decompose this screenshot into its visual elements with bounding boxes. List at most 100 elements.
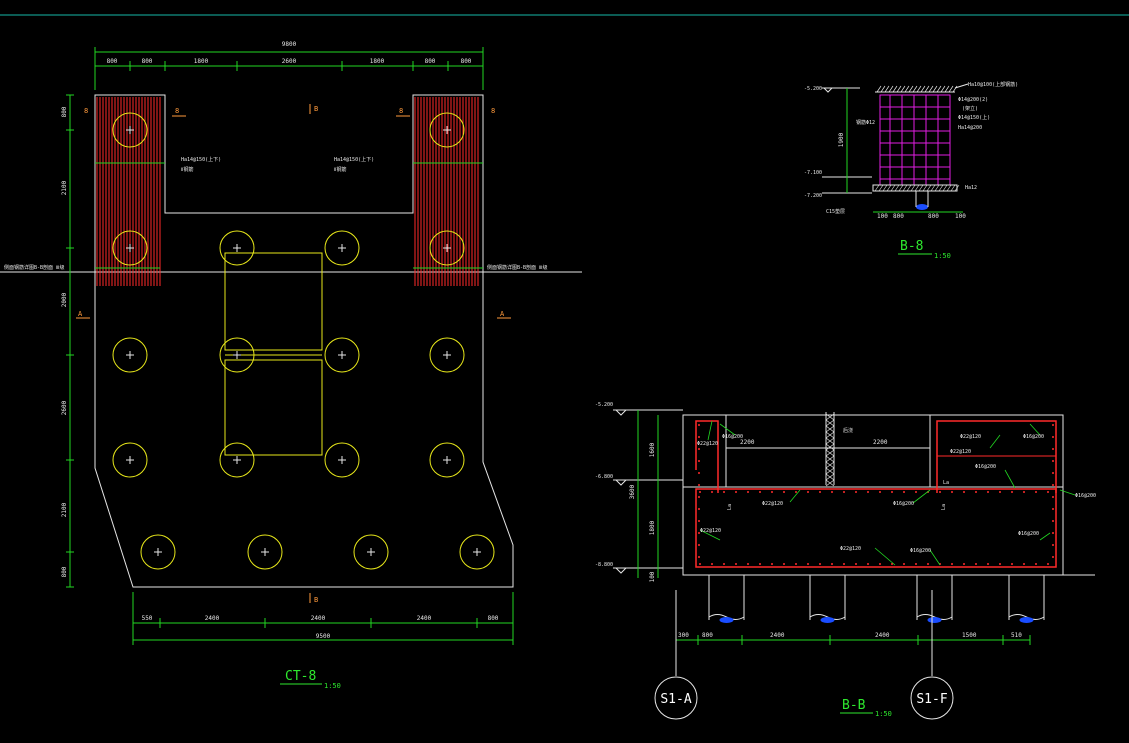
rebar-dot — [1047, 491, 1049, 493]
hatch-line — [890, 184, 896, 192]
hatch-line — [916, 85, 922, 93]
callout-leader — [1059, 489, 1076, 496]
rebar-dot — [987, 491, 989, 493]
plan-top-total: 9800 — [282, 41, 297, 48]
rebar-dot — [891, 563, 893, 565]
bb-rebar-left-cell — [695, 420, 719, 493]
svg-text:Φ14@150(上): Φ14@150(上) — [958, 114, 990, 121]
pile-circle — [353, 534, 389, 570]
rebar-dot — [783, 563, 785, 565]
hatch-line — [914, 184, 920, 192]
svg-text:钢筋Φ12: 钢筋Φ12 — [856, 119, 875, 126]
svg-text:Φ22@120: Φ22@120 — [960, 434, 981, 440]
svg-text:Ha12: Ha12 — [965, 185, 977, 191]
plan-note-right: Ha14@150(上下) — [334, 156, 374, 163]
lattice-line — [825, 431, 835, 439]
svg-text:8: 8 — [399, 107, 403, 115]
rebar-dot — [903, 491, 905, 493]
rebar-dot — [963, 563, 965, 565]
svg-text:La: La — [943, 480, 949, 486]
section-b8[interactable]: -5.200 -7.100 -7.200 1900 100 800 800 10… — [804, 81, 1018, 260]
rebar-dot — [915, 491, 917, 493]
hatch-line — [904, 85, 910, 93]
svg-text:(架立): (架立) — [962, 105, 978, 112]
b8-title: B-8 — [900, 239, 923, 254]
lattice-line — [825, 473, 835, 481]
hatch-line — [928, 85, 934, 93]
rebar-dot — [915, 563, 917, 565]
rebar-dot — [1052, 532, 1054, 534]
svg-text:2200: 2200 — [740, 439, 755, 446]
rebar-dot — [1011, 563, 1013, 565]
svg-text:100: 100 — [877, 213, 888, 220]
rebar-dot — [831, 491, 833, 493]
section-mark-b-bottom: B — [314, 596, 318, 604]
svg-text:8: 8 — [175, 107, 179, 115]
core-rect-lower — [224, 359, 323, 456]
svg-text:1500: 1500 — [962, 632, 977, 639]
rebar-dot — [795, 563, 797, 565]
bb-rebar-right-cell — [936, 420, 1057, 493]
hatch-line — [936, 85, 942, 93]
rebar-dot — [771, 491, 773, 493]
svg-text:510: 510 — [1011, 632, 1022, 639]
hatch-line — [950, 184, 956, 192]
rebar-dot — [1052, 460, 1054, 462]
axis-bubble-s1f[interactable] — [910, 676, 954, 720]
plan-scale: 1:50 — [324, 682, 341, 690]
rebar-dot — [1035, 563, 1037, 565]
rebar-dot — [855, 491, 857, 493]
rebar-dot — [843, 563, 845, 565]
pile-circle — [219, 230, 255, 266]
bb-elev-mid: -6.800 — [595, 474, 613, 480]
rebar-dot — [747, 563, 749, 565]
svg-text:Φ22@120: Φ22@120 — [840, 546, 861, 552]
axis-label-s1f: S1-F — [916, 692, 947, 707]
section-mark-a-right: A — [500, 310, 505, 318]
hatch-line — [944, 85, 950, 93]
bb-pile-group — [708, 575, 1045, 623]
rebar-dot — [843, 491, 845, 493]
svg-text:2000: 2000 — [61, 292, 68, 307]
hatch-line — [874, 184, 880, 192]
hatch-line — [886, 184, 892, 192]
hatch-line — [900, 85, 906, 93]
svg-text:C15垫层: C15垫层 — [826, 208, 845, 215]
hatch-line — [920, 85, 926, 93]
hatch-line — [910, 184, 916, 192]
rebar-dot — [1011, 491, 1013, 493]
b8-scale: 1:50 — [934, 252, 951, 260]
pile-circle — [429, 337, 465, 373]
rebar-hatch-right — [414, 97, 479, 286]
rebar-dot — [698, 544, 700, 546]
plan-ct8[interactable]: 9800 800 800 1800 2600 1800 800 800 800 … — [0, 41, 582, 690]
rebar-dot — [1052, 520, 1054, 522]
rebar-dot — [759, 491, 761, 493]
b8-elev-bot: -7.200 — [804, 193, 822, 199]
hatch-line — [896, 85, 902, 93]
rebar-dot — [807, 491, 809, 493]
hatch-line — [926, 184, 932, 192]
svg-text:2400: 2400 — [770, 632, 785, 639]
axis-bubble-s1a[interactable] — [654, 676, 698, 720]
svg-text:Ha10@100(上部钢筋): Ha10@100(上部钢筋) — [968, 81, 1018, 88]
hatch-line — [922, 184, 928, 192]
rebar-dot — [698, 424, 700, 426]
rebar-dot — [1052, 484, 1054, 486]
hatch-line — [938, 184, 944, 192]
bb-scale: 1:50 — [875, 710, 892, 718]
rebar-dot — [1052, 508, 1054, 510]
section-bb[interactable]: -5.200 -6.800 -8.800 3600 1600 1800 100 … — [595, 402, 1096, 720]
rebar-dot — [723, 563, 725, 565]
svg-text:800: 800 — [61, 106, 68, 117]
hatch-line — [878, 184, 884, 192]
lattice-line — [825, 437, 835, 445]
rebar-dot — [699, 563, 701, 565]
pile-circle — [459, 534, 495, 570]
plan-title: CT-8 — [285, 669, 316, 684]
svg-text:800: 800 — [488, 615, 499, 622]
svg-text:2400: 2400 — [875, 632, 890, 639]
pile-circle — [429, 230, 465, 266]
section-mark-b-top: B — [314, 105, 318, 113]
